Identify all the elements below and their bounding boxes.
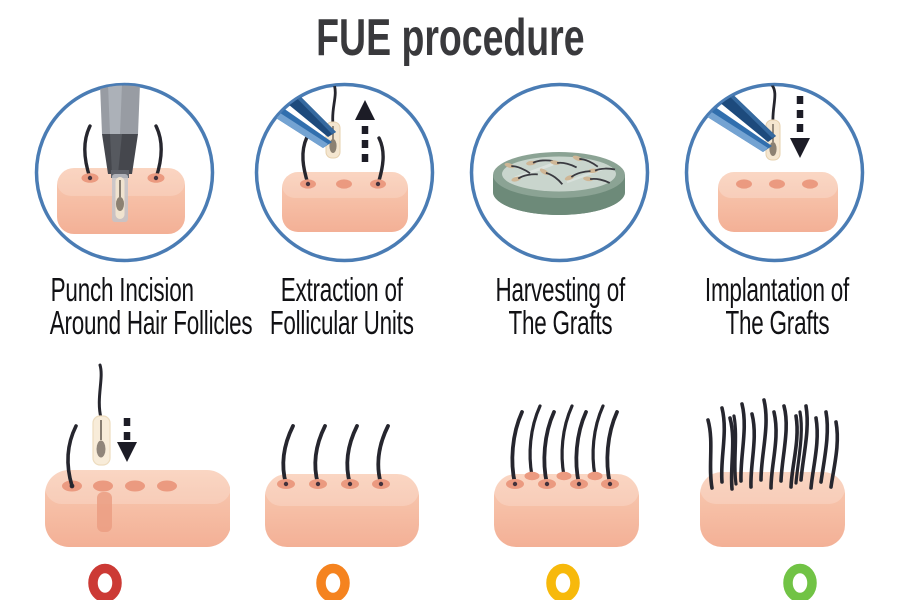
result-2-sparse-hair-illustration [265, 424, 419, 547]
result-4-dense-hair-illustration [700, 398, 845, 547]
skin-pores [736, 179, 818, 189]
step-2-label-line1: Extraction of [280, 271, 404, 308]
step-3-label: Harvesting of The Grafts [440, 273, 680, 339]
harvested-grafts [504, 155, 616, 185]
progress-ring-stage-1 [88, 563, 122, 600]
implant-channel [97, 492, 112, 532]
follicle-bulb [769, 142, 777, 156]
hair-strand [66, 424, 78, 488]
step-1-scene [57, 85, 185, 234]
skin-pores [506, 471, 619, 489]
step-1-label: Punch Incision Around Hair Follicles [2, 271, 253, 339]
progress-ring-stage-2 [316, 563, 350, 600]
step-4-label: Implantation of The Grafts [657, 273, 897, 339]
graft-icon [92, 363, 111, 466]
step-3-harvesting-illustration [469, 82, 650, 263]
skin-pores [300, 179, 386, 189]
dashed-arrow-down-icon [117, 418, 137, 462]
progress-ring-stage-4 [783, 563, 817, 600]
petri-dish-icon [493, 152, 625, 215]
result-1-graft-implant-illustration [45, 363, 230, 547]
follicle-bulb [116, 197, 124, 211]
result-3-medium-hair-illustration [494, 404, 639, 547]
skin-pores [81, 173, 165, 183]
step-2-label: Extraction of Follicular Units [222, 273, 462, 339]
skin-pores [62, 480, 177, 492]
dashed-arrow-up-icon [355, 100, 375, 166]
progress-ring-stage-3 [546, 563, 580, 600]
step-4-label-line1: Implantation of [704, 271, 850, 308]
step-2-label-line2: Follicular Units [270, 304, 414, 341]
page-title: FUE procedure [0, 8, 900, 68]
step-3-label-line1: Harvesting of [495, 271, 625, 308]
step-1-punch-incision-illustration [34, 82, 215, 263]
follicle-bulb [96, 440, 106, 458]
punch-tool-icon [100, 85, 140, 222]
step-2-extraction-illustration [254, 82, 435, 263]
page-title-text: FUE procedure [315, 9, 585, 67]
progress-timeline [88, 563, 817, 600]
hair-strand [510, 404, 619, 486]
step-4-label-line2: The Grafts [725, 304, 829, 341]
step-1-label-line1: Punch Incision [50, 271, 194, 308]
step-1-label-line2: Around Hair Follicles [49, 304, 253, 341]
step-4-implantation-illustration [684, 82, 865, 263]
step-3-label-line2: The Grafts [508, 304, 612, 341]
skin-pores [277, 479, 390, 489]
dashed-arrow-down-icon [790, 96, 810, 158]
hair-strand [706, 398, 840, 491]
